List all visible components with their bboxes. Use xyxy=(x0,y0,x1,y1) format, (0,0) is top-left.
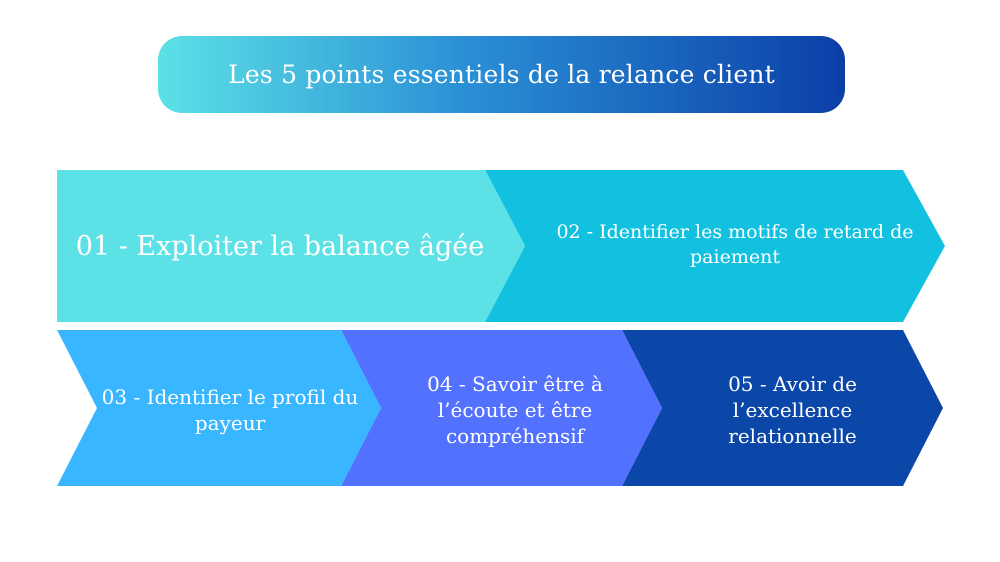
step-5-label: 05 - Avoir de l’excellence relationnelle xyxy=(728,372,857,448)
step-4-label: 04 - Savoir être à l’écoute et être comp… xyxy=(427,372,603,448)
step-5-arrow xyxy=(622,330,943,486)
step-4-arrow xyxy=(341,330,662,486)
step-2-arrow xyxy=(485,170,945,322)
step-1-label: 01 - Exploiter la balance âgée xyxy=(75,231,485,263)
step-3-label: 03 - Identifier le profil du payeur xyxy=(101,385,359,435)
diagram-title: Les 5 points essentiels de la relance cl… xyxy=(158,36,845,113)
step-3-arrow xyxy=(57,330,381,486)
step-1-arrow xyxy=(57,170,525,322)
step-2-label: 02 - Identifier les motifs de retard de … xyxy=(556,221,914,268)
diagram-title-text: Les 5 points essentiels de la relance cl… xyxy=(228,60,775,89)
